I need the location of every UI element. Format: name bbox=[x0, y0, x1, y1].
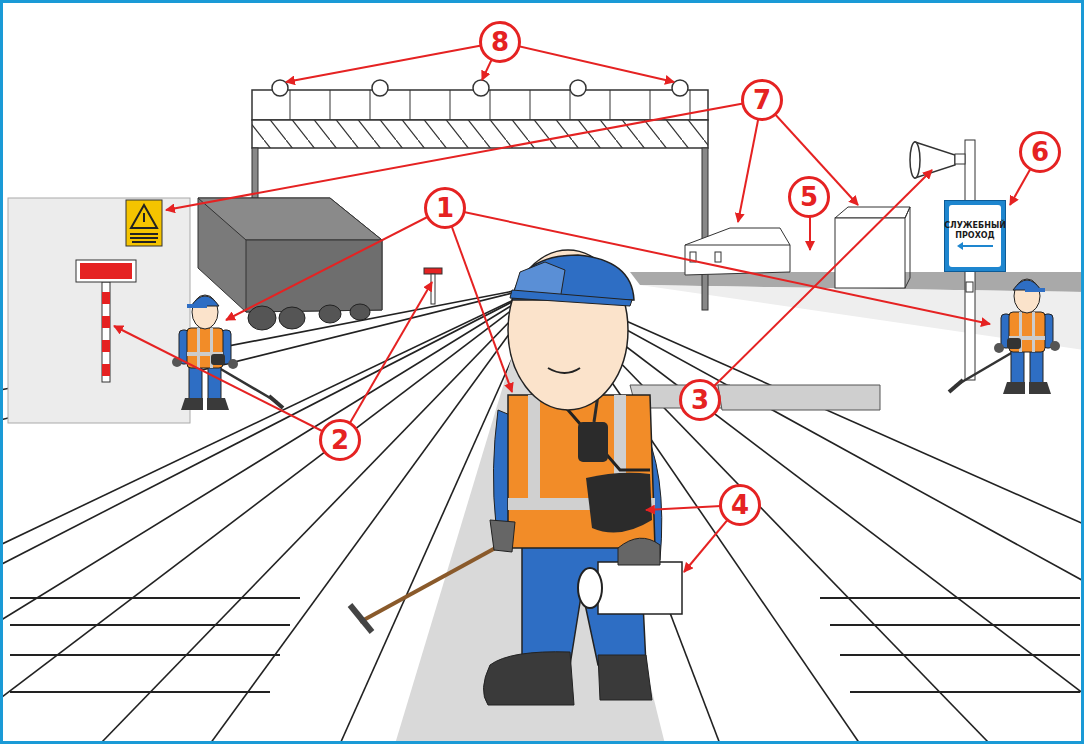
callout-number: 3 bbox=[679, 379, 721, 421]
central-worker bbox=[350, 250, 682, 705]
callout-number: 4 bbox=[719, 484, 761, 526]
service-passage-sign: СЛУЖЕБНЫЙ ПРОХОД bbox=[944, 200, 1006, 272]
arrow-symbol bbox=[955, 241, 995, 251]
callout-number: 7 bbox=[741, 79, 783, 121]
callout-label: 8 bbox=[491, 29, 509, 55]
callout-number: 1 bbox=[424, 187, 466, 229]
sign-text: СЛУЖЕБНЫЙ ПРОХОД bbox=[944, 221, 1006, 242]
callout-label: 5 bbox=[800, 184, 818, 210]
callout-label: 7 bbox=[753, 87, 771, 113]
callout-label: 1 bbox=[436, 195, 454, 221]
callout-number: 8 bbox=[479, 21, 521, 63]
sign-face: СЛУЖЕБНЫЙ ПРОХОД bbox=[949, 205, 1001, 267]
callout-label: 3 bbox=[691, 387, 709, 413]
callout-number: 5 bbox=[788, 176, 830, 218]
callout-number: 6 bbox=[1019, 131, 1061, 173]
callout-label: 2 bbox=[331, 427, 349, 453]
callout-label: 6 bbox=[1031, 139, 1049, 165]
callout-label: 4 bbox=[731, 492, 749, 518]
callout-number: 2 bbox=[319, 419, 361, 461]
